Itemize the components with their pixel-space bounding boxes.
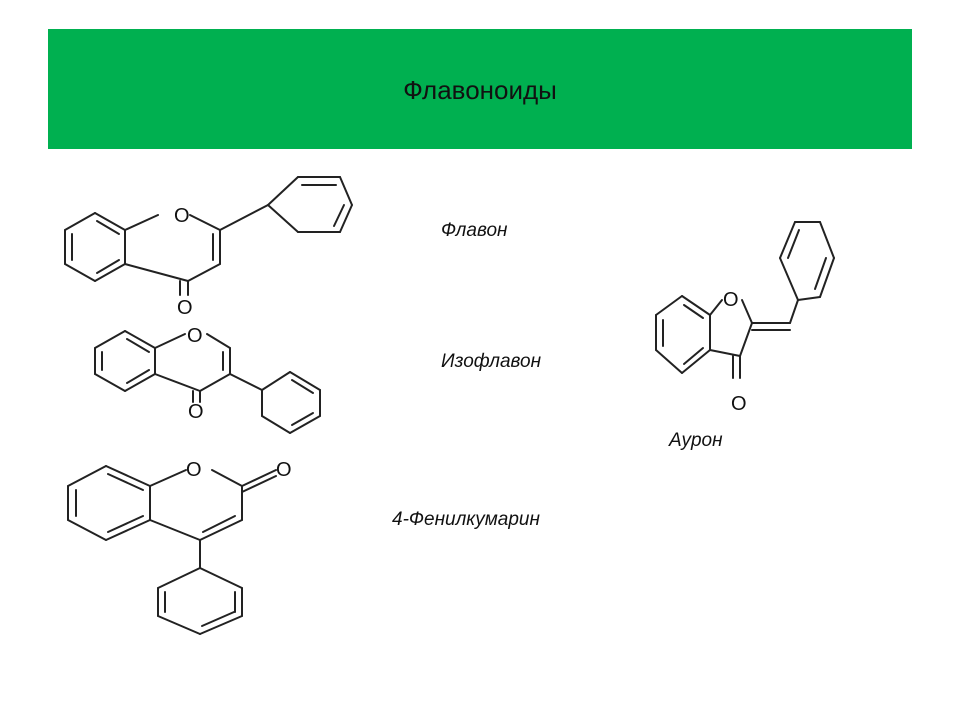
phenylcoumarin-lines	[67, 465, 277, 635]
flavone-lines	[64, 176, 353, 296]
aurone-lines	[655, 221, 835, 379]
isoflavone-lines	[94, 330, 321, 434]
label-isoflavone: Изофлавон	[441, 351, 542, 372]
label-flavone: Флавон	[441, 220, 508, 241]
aurone-ring-oxygen: O	[723, 289, 739, 311]
isoflavone-ring-oxygen: O	[187, 325, 203, 347]
title-banner	[48, 29, 912, 149]
phenylcoumarin-carbonyl-oxygen: O	[276, 459, 292, 481]
slide-title: Флавоноиды	[403, 75, 557, 105]
label-aurone: Аурон	[669, 430, 723, 451]
phenylcoumarin-ring-oxygen: O	[186, 459, 202, 481]
flavone-carbonyl-oxygen: O	[177, 297, 193, 319]
label-phenylcoumarin: 4-Фенилкумарин	[392, 509, 540, 530]
flavone-ring-oxygen: O	[174, 205, 190, 227]
isoflavone-carbonyl-oxygen: O	[188, 401, 204, 423]
aurone-carbonyl-oxygen: O	[731, 393, 747, 415]
